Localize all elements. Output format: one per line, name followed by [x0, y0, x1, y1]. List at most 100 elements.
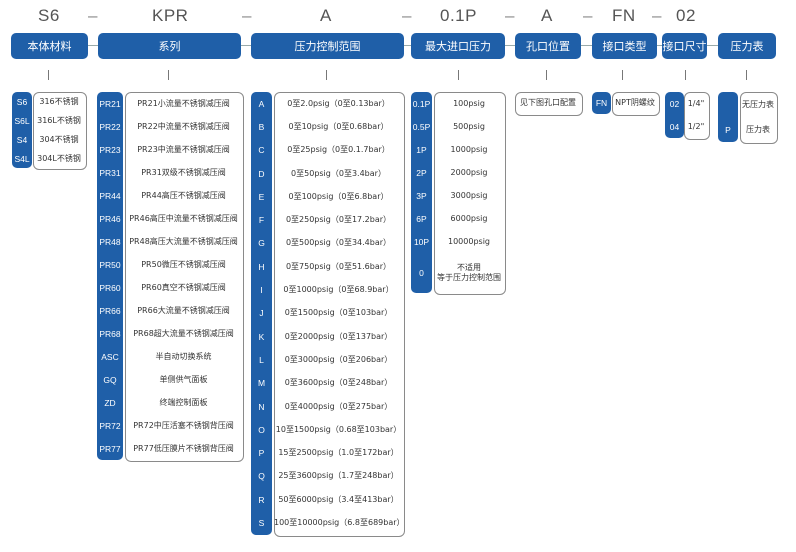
header-1: 本体材料 [11, 33, 88, 59]
size-desc-box [684, 92, 710, 140]
code-dash: – [583, 6, 593, 25]
column-tick [746, 70, 747, 80]
material-desc: 304不锈钢 [39, 134, 79, 144]
size-desc: 1/4" [687, 98, 705, 108]
pressure-code: O [258, 424, 265, 435]
inlet-desc: 3000psig [450, 190, 488, 200]
header-6: 接口类型 [592, 33, 657, 59]
series-desc: PR46高压中流量不锈钢减压阀 [129, 213, 238, 223]
header-connector [505, 45, 515, 46]
header-connector [707, 45, 718, 46]
column-tick [685, 70, 686, 80]
pressure-code: R [258, 494, 265, 505]
column-tick [458, 70, 459, 80]
series-desc: PR22中流量不锈钢减压阀 [137, 121, 230, 131]
series-desc: PR23中流量不锈钢减压阀 [137, 144, 230, 154]
size-code-bar [665, 92, 684, 138]
column-tick [622, 70, 623, 80]
code-segment: A [320, 6, 332, 25]
header-3: 压力控制范围 [251, 33, 404, 59]
port-position-text: 见下图孔口配置 [520, 98, 576, 107]
series-desc: PR31双级不锈钢减压阀 [141, 167, 226, 177]
pressure-code: G [258, 238, 265, 249]
series-desc: PR68超大流量不锈钢减压阀 [133, 328, 234, 338]
material-code: S4L [14, 153, 30, 164]
pressure-code: C [258, 145, 265, 156]
pressure-code: F [258, 215, 265, 226]
pressure-code: P [258, 448, 265, 459]
connection-code-bar [592, 92, 611, 114]
column-tick [326, 70, 327, 80]
code-segment: KPR [152, 6, 189, 25]
pressure-code: N [258, 401, 265, 412]
code-segment: 0.1P [440, 6, 477, 25]
header-connector [241, 45, 251, 46]
gauge-code [718, 92, 738, 117]
pressure-desc: 25至3600psig（1.7至248bar） [278, 471, 399, 481]
series-code: ASC [101, 351, 119, 362]
pressure-desc: 0至3600psig（0至248bar） [284, 378, 393, 388]
code-dash: – [88, 6, 98, 25]
inlet-code-bar [411, 92, 432, 293]
series-desc: PR60真空不锈钢减压阀 [141, 282, 226, 292]
series-code: PR31 [99, 167, 121, 178]
header-2: 系列 [98, 33, 241, 59]
inlet-code: 0 [419, 268, 424, 278]
column-tick [48, 70, 49, 80]
pressure-desc: 50至6000psig（3.4至413bar） [278, 494, 399, 504]
header-5: 孔口位置 [515, 33, 581, 59]
connection-code: FN [595, 98, 608, 108]
series-code: PR23 [99, 144, 121, 155]
code-dash: – [242, 6, 252, 25]
pressure-desc: 0至25psig（0至0.1.7bar） [287, 145, 390, 155]
inlet-desc: 6000psig [450, 213, 488, 223]
series-code-bar [97, 92, 123, 460]
pressure-desc: 0至50psig（0至3.4bar） [291, 168, 386, 178]
code-dash: – [652, 6, 662, 25]
header-connector [581, 45, 592, 46]
inlet-code: 0.1P [412, 98, 431, 109]
pressure-desc: 0至750psig（0至51.6bar） [285, 261, 392, 271]
gauge-code-bar [718, 92, 738, 142]
series-desc: PR48高压大流量不锈钢减压阀 [129, 236, 238, 246]
inlet-desc: 500psig [453, 121, 485, 131]
series-code: PR44 [99, 190, 121, 201]
series-desc: 单侧供气面板 [159, 374, 208, 384]
pressure-desc: 0至4000psig（0至275bar） [284, 401, 393, 411]
pressure-code: I [260, 285, 263, 296]
pressure-code: J [259, 308, 264, 319]
code-dash: – [505, 6, 515, 25]
pressure-desc: 0至500psig（0至34.4bar） [285, 238, 392, 248]
pressure-code: L [259, 354, 264, 365]
inlet-desc: 1000psig [450, 144, 488, 154]
series-desc: PR72中压活塞不锈钢背压阀 [133, 420, 234, 430]
connection-desc-box [612, 92, 660, 116]
pressure-code: Q [258, 471, 265, 482]
pressure-code: A [258, 98, 265, 109]
pressure-code: H [258, 261, 265, 272]
series-desc: PR66大流量不锈钢减压阀 [137, 305, 230, 315]
material-code: S4 [16, 134, 28, 145]
pressure-desc: 0至1000psig（0至68.9bar） [283, 285, 394, 295]
size-desc: 1/2" [687, 121, 705, 131]
inlet-code: 2P [416, 167, 427, 178]
inlet-desc: 2000psig [450, 167, 488, 177]
series-desc: 终端控制面板 [159, 397, 208, 407]
inlet-desc: 10000psig [448, 236, 490, 246]
pressure-code: B [258, 121, 265, 132]
series-code: PR46 [99, 213, 121, 224]
pressure-desc: 100至10000psig（6.8至689bar） [274, 518, 405, 528]
series-desc: PR50微压不锈钢减压阀 [141, 259, 226, 269]
port-position-box [515, 92, 583, 116]
pressure-code: D [258, 168, 265, 179]
header-4: 最大进口压力 [411, 33, 505, 59]
inlet-desc: 不适用 等于压力控制范围 [437, 263, 501, 282]
series-code: PR77 [99, 443, 121, 454]
material-code: S6 [16, 96, 28, 107]
material-code: S6L [14, 115, 30, 126]
series-code: GQ [103, 374, 117, 385]
inlet-code: 1P [416, 144, 427, 155]
series-code: PR48 [99, 236, 121, 247]
column-tick [546, 70, 547, 80]
series-desc: PR77低压膜片不锈钢背压阀 [133, 443, 234, 453]
